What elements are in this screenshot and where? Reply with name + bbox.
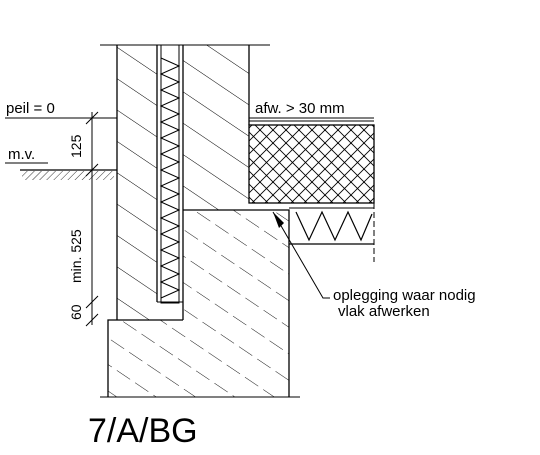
dim-525-label: min. 525 [68,229,84,283]
note-line-1: oplegging waar nodig [333,287,476,304]
dim-60-label: 60 [68,304,84,320]
floor-beam [289,203,375,262]
leader-line [272,211,330,299]
mv-label: m.v. [8,146,35,163]
dimension-chain [85,111,99,327]
concrete-foundation [100,209,300,398]
detail-code: 7/A/BG [88,412,198,450]
finish-layer-label: afw. > 30 mm [255,100,345,117]
note-line-2: vlak afwerken [338,303,430,320]
ground-surface [20,169,117,180]
inner-wall-leaf [100,44,270,320]
floor-insulation [248,117,375,204]
cavity-insulation [159,44,181,304]
outer-wall-leaf [116,45,158,320]
peil-label: peil = 0 [6,100,55,117]
dim-125-label: 125 [68,134,84,158]
